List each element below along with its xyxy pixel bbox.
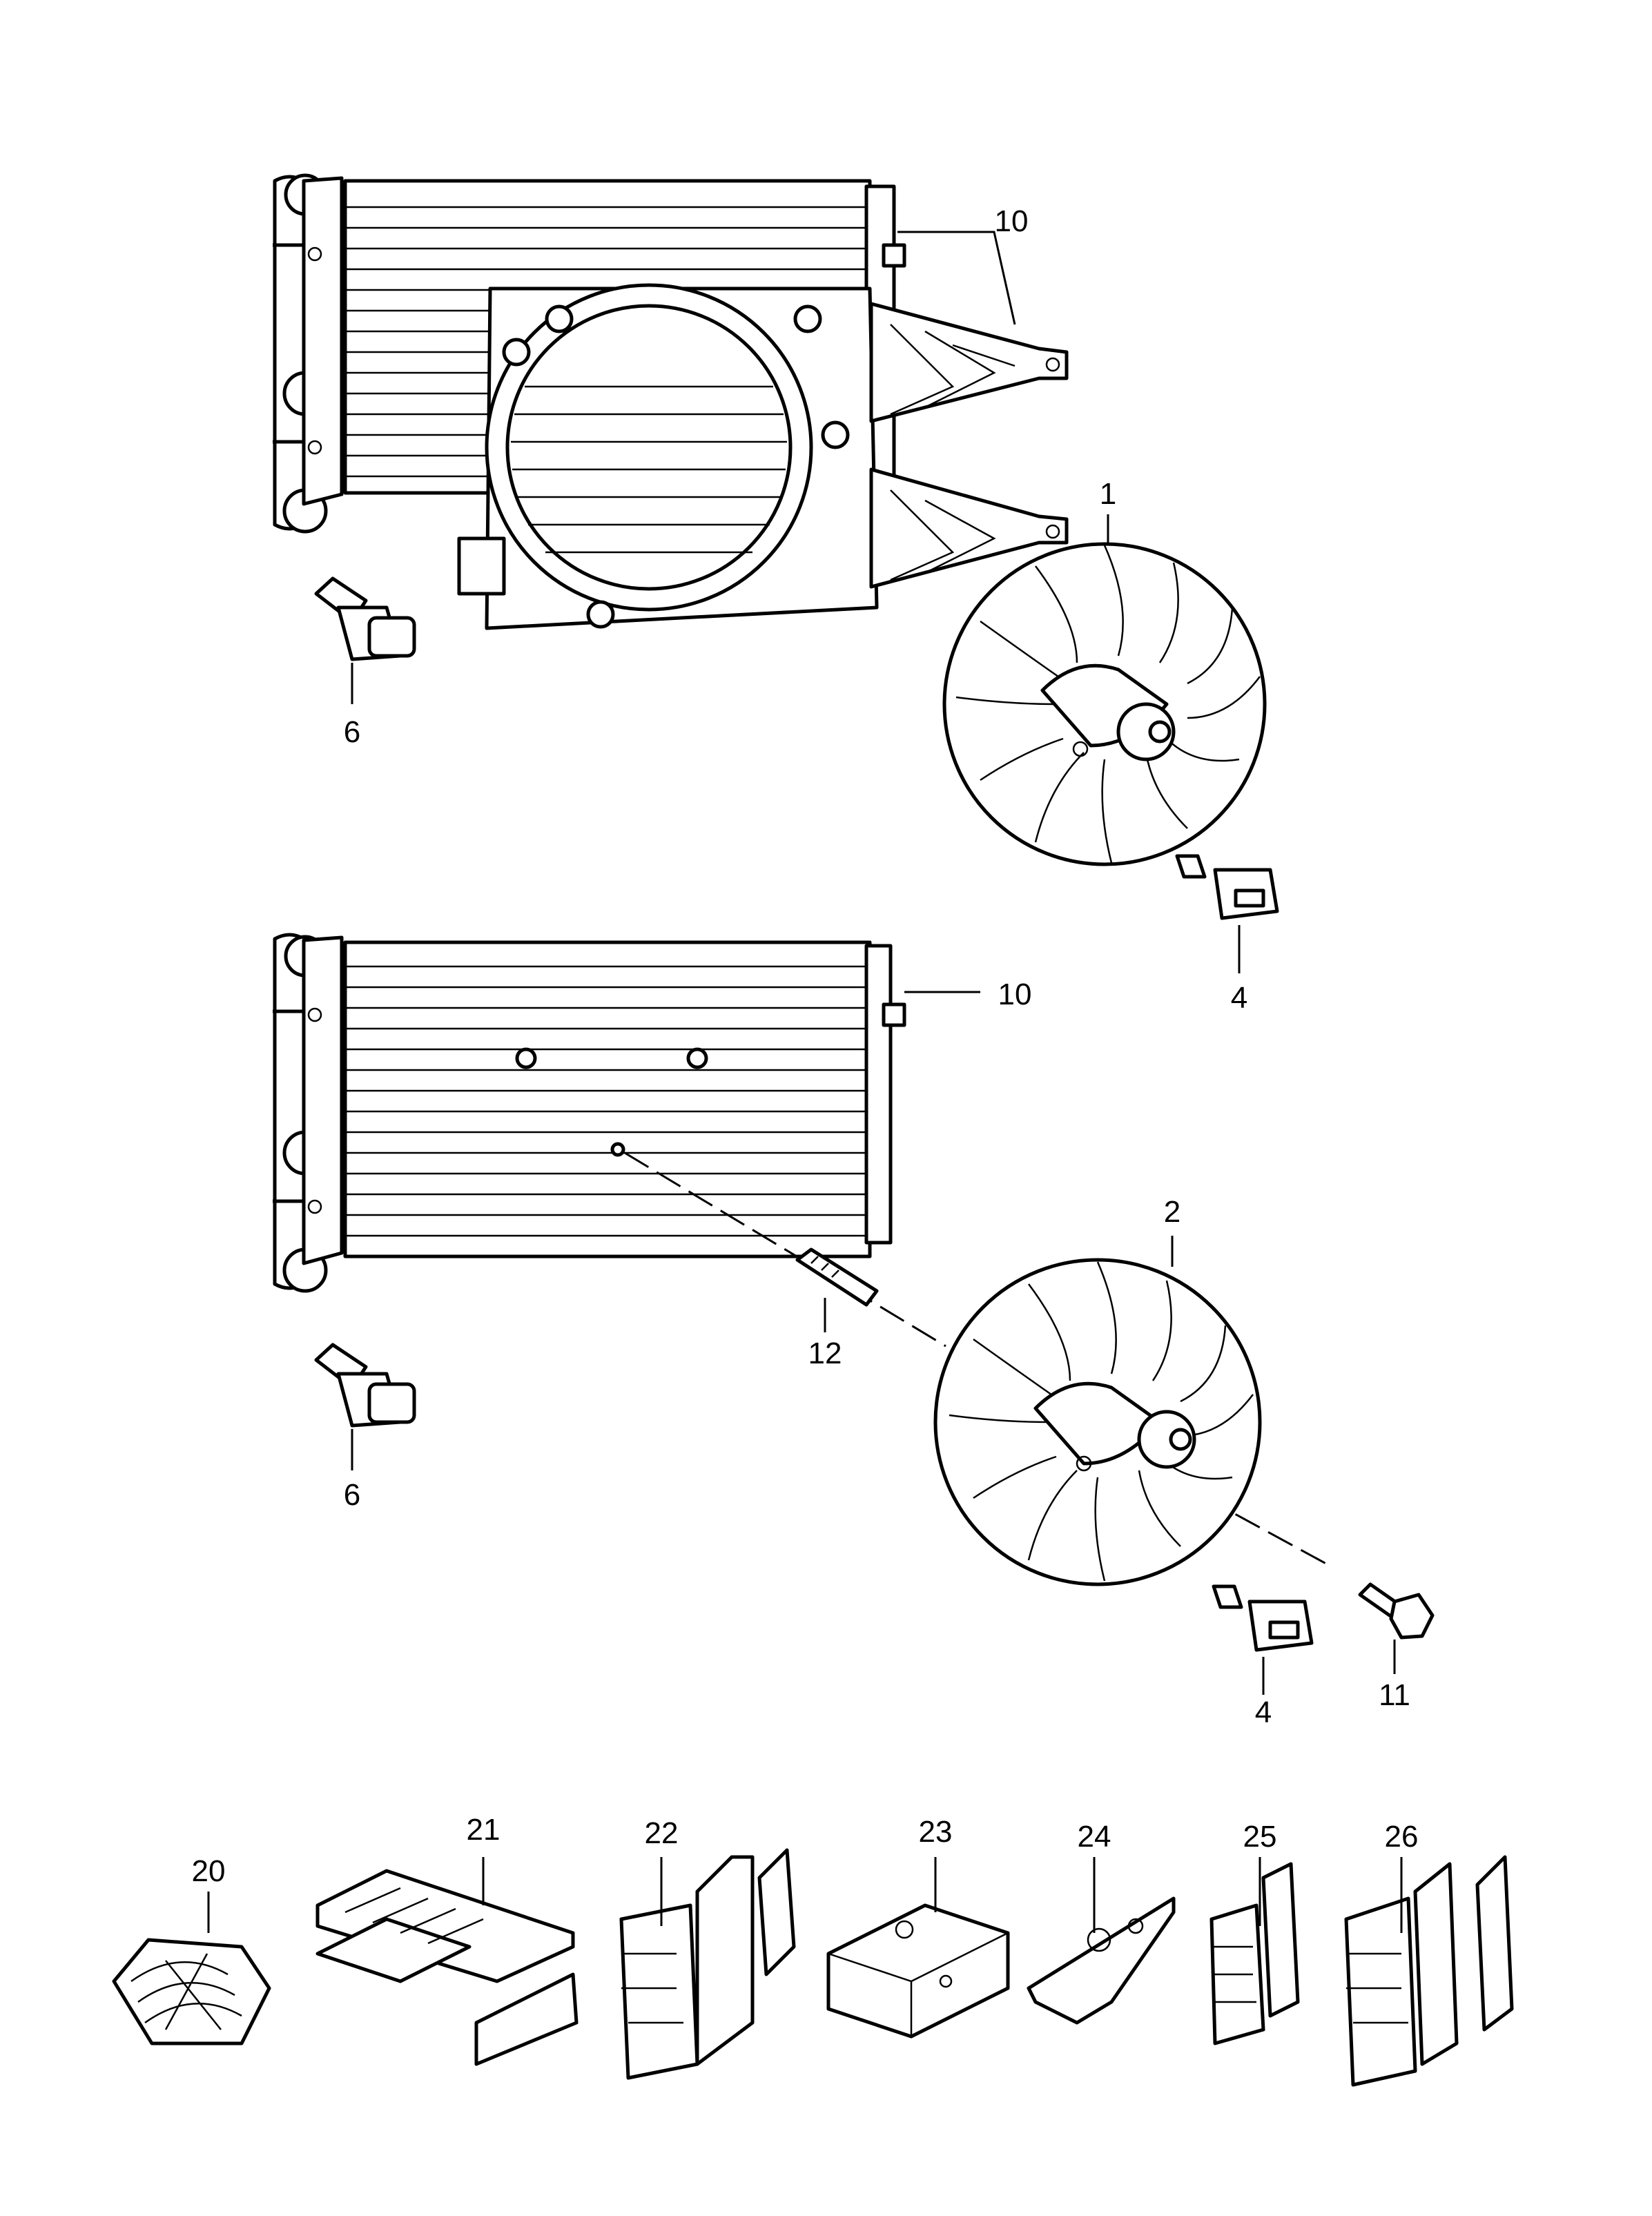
- clip-22: [619, 1848, 796, 2080]
- clip-26: [1344, 1855, 1514, 2087]
- callout-10-bottom: 10: [998, 978, 1032, 1011]
- temperature-sensor-top: [314, 576, 416, 661]
- radiator-assembly-top: [273, 173, 1069, 630]
- fan-blades-bottom: [949, 1261, 1254, 1582]
- callout-2: 2: [1164, 1195, 1180, 1229]
- callout-4-bottom: 4: [1255, 1695, 1272, 1729]
- callout-6-top: 6: [344, 715, 360, 749]
- leader-10-top: [897, 231, 1016, 325]
- temperature-sensor-bottom: [314, 1343, 416, 1428]
- callout-6-bottom: 6: [344, 1478, 360, 1512]
- cooling-fan-bottom: [933, 1258, 1262, 1586]
- radiator-assembly-bottom: [273, 933, 906, 1293]
- callout-1: 1: [1100, 477, 1116, 511]
- callout-21: 21: [467, 1813, 501, 1847]
- shroud-grille: [511, 385, 787, 554]
- connector-top: [1175, 854, 1279, 920]
- cooling-fan-top: [942, 542, 1267, 866]
- callout-23: 23: [919, 1815, 953, 1849]
- callout-10-top: 10: [995, 204, 1029, 238]
- fan-blades-top: [955, 545, 1261, 864]
- stud-bolt: [795, 1247, 879, 1307]
- clip-20: [112, 1938, 271, 2045]
- callout-11: 11: [1379, 1678, 1410, 1712]
- screw: [1358, 1582, 1435, 1640]
- callout-20: 20: [192, 1854, 226, 1888]
- callout-4-top: 4: [1231, 981, 1247, 1015]
- clip-25: [1209, 1862, 1300, 2045]
- callout-26: 26: [1385, 1820, 1419, 1854]
- callout-12: 12: [808, 1337, 842, 1370]
- callout-24: 24: [1078, 1820, 1111, 1854]
- callout-22: 22: [645, 1816, 679, 1850]
- clip-24: [1027, 1896, 1176, 2025]
- clip-21: [315, 1869, 579, 2066]
- clip-23: [826, 1903, 1010, 2039]
- assembly-axis: [624, 1151, 946, 1348]
- radiator-core-fins-bottom: [345, 965, 870, 1237]
- callout-25: 25: [1243, 1820, 1277, 1854]
- connector-bottom: [1212, 1584, 1314, 1652]
